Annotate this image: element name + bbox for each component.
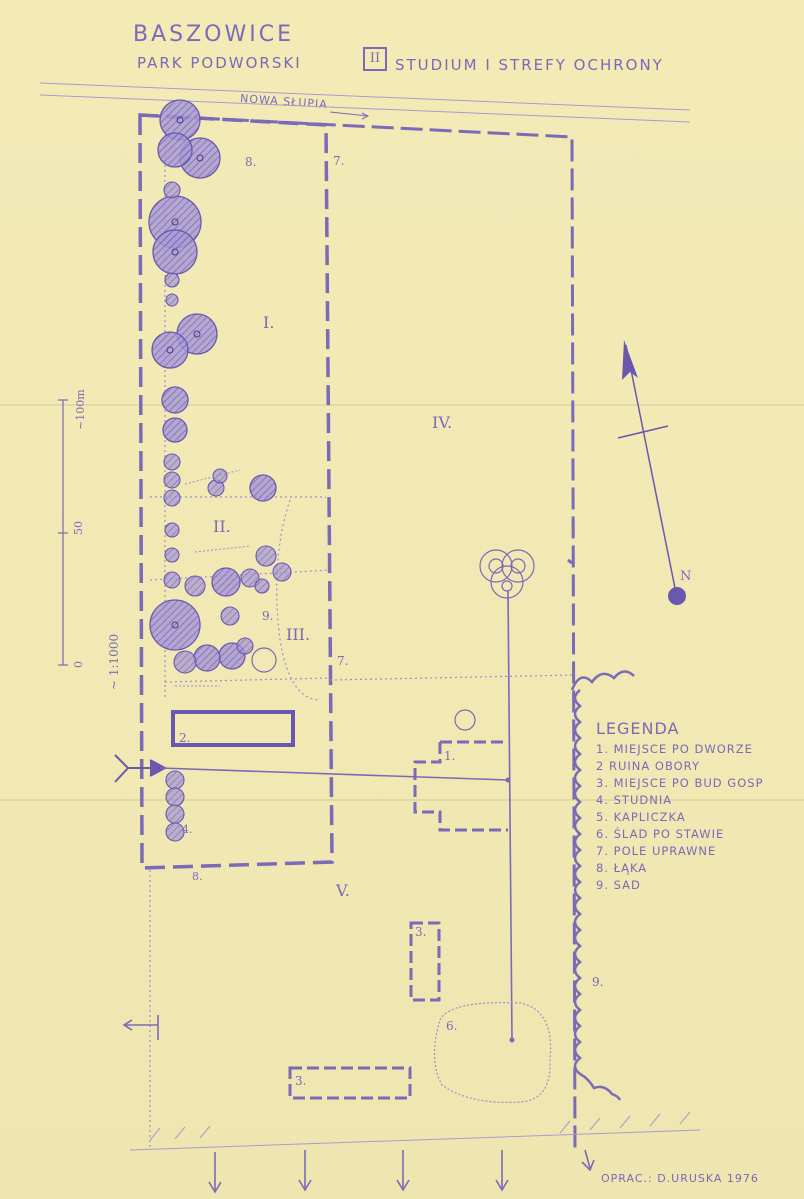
scale-ratio: ~ 1:1000 xyxy=(107,634,121,690)
exit-arrows xyxy=(122,1015,595,1194)
pond-trace xyxy=(433,1002,552,1103)
legend-item: 8. ŁĄKA xyxy=(596,861,648,875)
map-number-8-lower: 8. xyxy=(192,870,203,883)
map-number-6: 6. xyxy=(446,1019,457,1033)
map-number-9-orchard: 9. xyxy=(262,609,273,623)
map-number-3b: 3. xyxy=(295,1074,306,1088)
map-number-7-mid: 7. xyxy=(337,654,348,668)
protection-zone-boundary xyxy=(139,113,577,1153)
plate-title: STUDIUM I STREFY OCHRONY xyxy=(395,56,664,74)
map-number-3a: 3. xyxy=(415,925,426,939)
zone-label-iv: IV. xyxy=(432,413,452,432)
manor-site-outline xyxy=(413,740,508,832)
map-number-4: 4. xyxy=(182,823,193,836)
legend-item: 3. MIEJSCE PO BUD GOSP xyxy=(596,776,764,790)
legend-list: 1. MIEJSCE PO DWORZE 2 RUINA OBORY 3. MI… xyxy=(596,741,764,894)
orchard-hedge-line xyxy=(570,670,635,1101)
map-number-8: 8. xyxy=(245,155,256,169)
legend-item: 4. STUDNIA xyxy=(596,793,673,807)
legend-item: 5. KAPLICZKA xyxy=(596,810,686,824)
scale-label-100: ~100m xyxy=(74,389,87,430)
plate-number-box: II xyxy=(363,47,387,71)
well-symbol xyxy=(251,647,476,731)
map-number-9-right: 9. xyxy=(592,975,603,989)
hedge-rows xyxy=(175,469,251,687)
paper-fold xyxy=(0,799,804,801)
scale-label-0: 0 xyxy=(72,661,85,668)
north-arrowhead-icon xyxy=(622,340,638,380)
map-title: BASZOWICE xyxy=(133,22,294,47)
legend-title: LEGENDA xyxy=(596,719,680,738)
chapel-symbol xyxy=(479,549,535,599)
zone-label-ii: II. xyxy=(213,517,231,536)
paper-fold xyxy=(0,404,804,406)
north-arrow xyxy=(617,344,677,594)
zone-label-v: V. xyxy=(335,881,350,900)
scale-bar xyxy=(58,399,68,666)
zone-label-i: I. xyxy=(263,313,274,332)
zone-label-iii: III. xyxy=(286,625,310,644)
map-number-2: 2. xyxy=(179,731,190,745)
tree-group xyxy=(148,99,277,672)
legend-item: 7. POLE UPRAWNE xyxy=(596,844,717,858)
map-number-7-top: 7. xyxy=(333,154,344,168)
north-label: N xyxy=(680,569,691,584)
scale-label-50: 50 xyxy=(72,521,85,535)
tree-centre-marks xyxy=(166,116,204,629)
legend-item: 6. ŚLAD PO STAWIE xyxy=(596,827,725,841)
legend-item: 1. MIEJSCE PO DWORZE xyxy=(596,742,753,756)
road xyxy=(39,82,691,123)
legend-item: 2 RUINA OBORY xyxy=(596,759,700,773)
ground-hatching xyxy=(129,1111,701,1151)
map-subtitle: PARK PODWORSKI xyxy=(137,54,302,72)
small-trees xyxy=(163,181,292,842)
barn-ruin xyxy=(171,710,295,747)
author-credit: OPRAC.: D.URUSKA 1976 xyxy=(601,1172,759,1185)
map-number-1: 1. xyxy=(444,749,455,763)
north-dot xyxy=(668,587,686,605)
farm-building-site-b xyxy=(288,1066,412,1100)
legend-item: 9. SAD xyxy=(596,878,641,892)
farm-building-site-a xyxy=(409,921,441,1002)
axis-lines xyxy=(159,589,513,1041)
